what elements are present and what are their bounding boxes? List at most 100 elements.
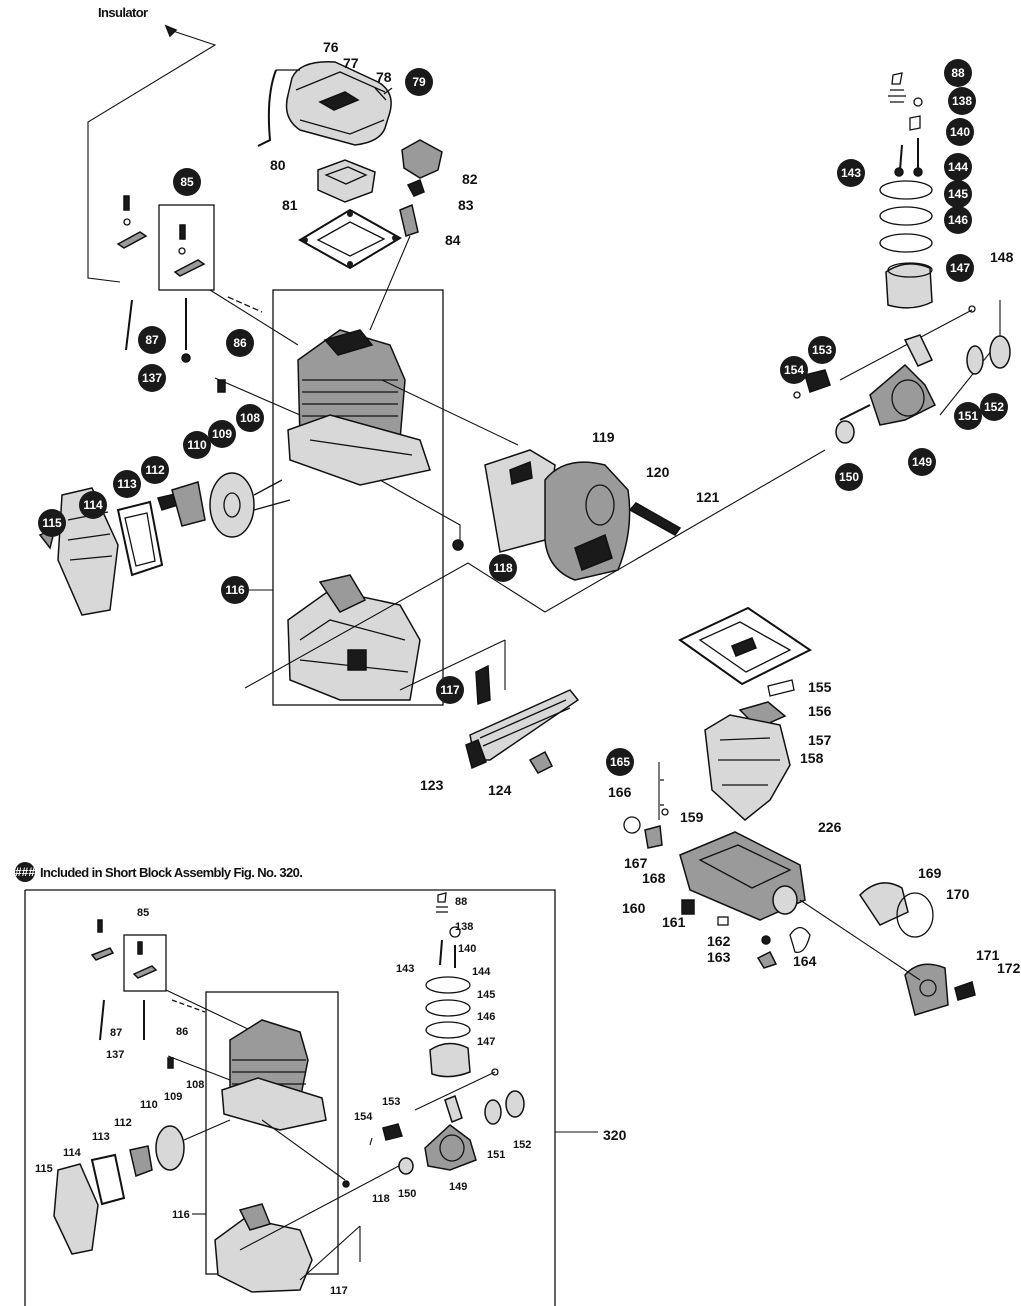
muffler — [452, 449, 682, 581]
screw-79-icon — [374, 87, 393, 101]
callout-117-badge — [436, 676, 464, 704]
callout-154: 154 — [784, 363, 804, 377]
callout-155: 155 — [808, 679, 832, 695]
callout-109: 109 — [212, 427, 232, 441]
inset-callout-154: 154 — [354, 1111, 373, 1123]
inset-callout-153: 153 — [382, 1096, 400, 1108]
callout-150-badge — [835, 463, 863, 491]
callout-143: 143 — [841, 166, 861, 180]
inset-callout-109: 109 — [164, 1091, 182, 1103]
lever-assembly-box — [158, 204, 215, 291]
callout-167: 167 — [624, 855, 648, 871]
callout-112-badge — [141, 456, 169, 484]
callout-112: 112 — [145, 463, 165, 477]
callout-160: 160 — [622, 900, 646, 916]
callout-82: 82 — [462, 171, 478, 187]
callout-108: 108 — [240, 411, 260, 425]
callout-169: 169 — [918, 865, 942, 881]
inset-callout-116: 116 — [172, 1209, 190, 1221]
callout-83: 83 — [458, 197, 474, 213]
callout-172: 172 — [997, 960, 1021, 976]
callout-116-badge — [221, 576, 249, 604]
inset-frame-top-right — [25, 889, 556, 1306]
callout-166: 166 — [608, 784, 632, 800]
callout-76: 76 — [323, 39, 339, 55]
callout-114: 114 — [83, 498, 103, 512]
callout-157: 157 — [808, 732, 832, 748]
callout-159: 159 — [680, 809, 704, 825]
callout-156: 156 — [808, 703, 832, 719]
callout-80: 80 — [270, 157, 286, 173]
inset-callout-85: 85 — [137, 907, 149, 919]
callout-117: 117 — [440, 683, 460, 697]
callout-116: 116 — [225, 583, 245, 597]
callout-118: 118 — [493, 561, 513, 575]
callout-145-badge — [944, 180, 972, 208]
inset-callout-108: 108 — [186, 1079, 204, 1091]
callout-137-badge — [138, 364, 166, 392]
air-cleaner-cover — [257, 61, 392, 147]
callout-171: 171 — [976, 947, 1000, 963]
callout-115-badge — [38, 509, 66, 537]
callout-78: 78 — [376, 69, 392, 85]
callout-161: 161 — [662, 914, 686, 930]
throttle-lever-parts — [116, 195, 206, 363]
callout-86: 86 — [233, 336, 247, 350]
callout-164: 164 — [793, 953, 817, 969]
callout-110: 110 — [187, 438, 207, 452]
callout-147: 147 — [950, 261, 970, 275]
callout-120: 120 — [646, 464, 670, 480]
callout-148: 148 — [990, 249, 1014, 265]
callout-77: 77 — [343, 55, 359, 71]
inset-callout-144: 144 — [472, 966, 491, 978]
callout-153: 153 — [812, 343, 832, 357]
callout-140-badge — [946, 118, 974, 146]
inset-callout-112: 112 — [114, 1117, 132, 1129]
callout-85-badge — [173, 168, 201, 196]
cylinder-leader — [381, 379, 519, 446]
insulator-arrow-icon — [164, 24, 178, 38]
callout-84: 84 — [445, 232, 461, 248]
note-marker-badge — [15, 862, 35, 882]
intake-parts — [38, 377, 301, 616]
callout-121: 121 — [696, 489, 720, 505]
inset-callout-137: 137 — [106, 1049, 124, 1061]
callout-119: 119 — [592, 429, 615, 445]
bolt-leader — [399, 639, 506, 691]
callout-81: 81 — [282, 197, 298, 213]
callout-226: 226 — [818, 819, 842, 835]
fuel-tank-parts — [623, 606, 976, 1016]
callout-153-badge — [808, 336, 836, 364]
callout-137: 137 — [142, 371, 162, 385]
guard-parts — [465, 664, 580, 774]
callout-79: 79 — [412, 75, 426, 89]
callout-149: 149 — [912, 455, 932, 469]
callout-150: 150 — [839, 470, 859, 484]
callout-85: 85 — [180, 175, 194, 189]
callout-138-badge — [948, 87, 976, 115]
callout-140: 140 — [950, 125, 970, 139]
callout-146: 146 — [948, 213, 968, 227]
inset-callout-151: 151 — [487, 1149, 505, 1161]
insulator-label: Insulator — [98, 5, 148, 20]
callout-118-badge — [489, 554, 517, 582]
pin-86 — [227, 296, 263, 313]
callout-138: 138 — [952, 94, 972, 108]
inset-callout-145: 145 — [477, 989, 495, 1001]
cylinder — [287, 329, 431, 486]
callout-124: 124 — [488, 782, 512, 798]
callout-145: 145 — [948, 187, 968, 201]
callout-146-badge — [944, 206, 972, 234]
lever-leader — [209, 289, 299, 346]
short-block-frame — [272, 289, 444, 706]
note-marker: ### — [15, 865, 35, 879]
inset-callout-113: 113 — [92, 1131, 110, 1143]
inset-callout-147: 147 — [477, 1036, 495, 1048]
callout-88-badge — [944, 59, 972, 87]
callout-114-badge — [79, 491, 107, 519]
callout-163: 163 — [707, 949, 731, 965]
callout-144: 144 — [948, 160, 968, 174]
callout-109-badge — [208, 420, 236, 448]
inset-callout-114: 114 — [63, 1147, 82, 1159]
